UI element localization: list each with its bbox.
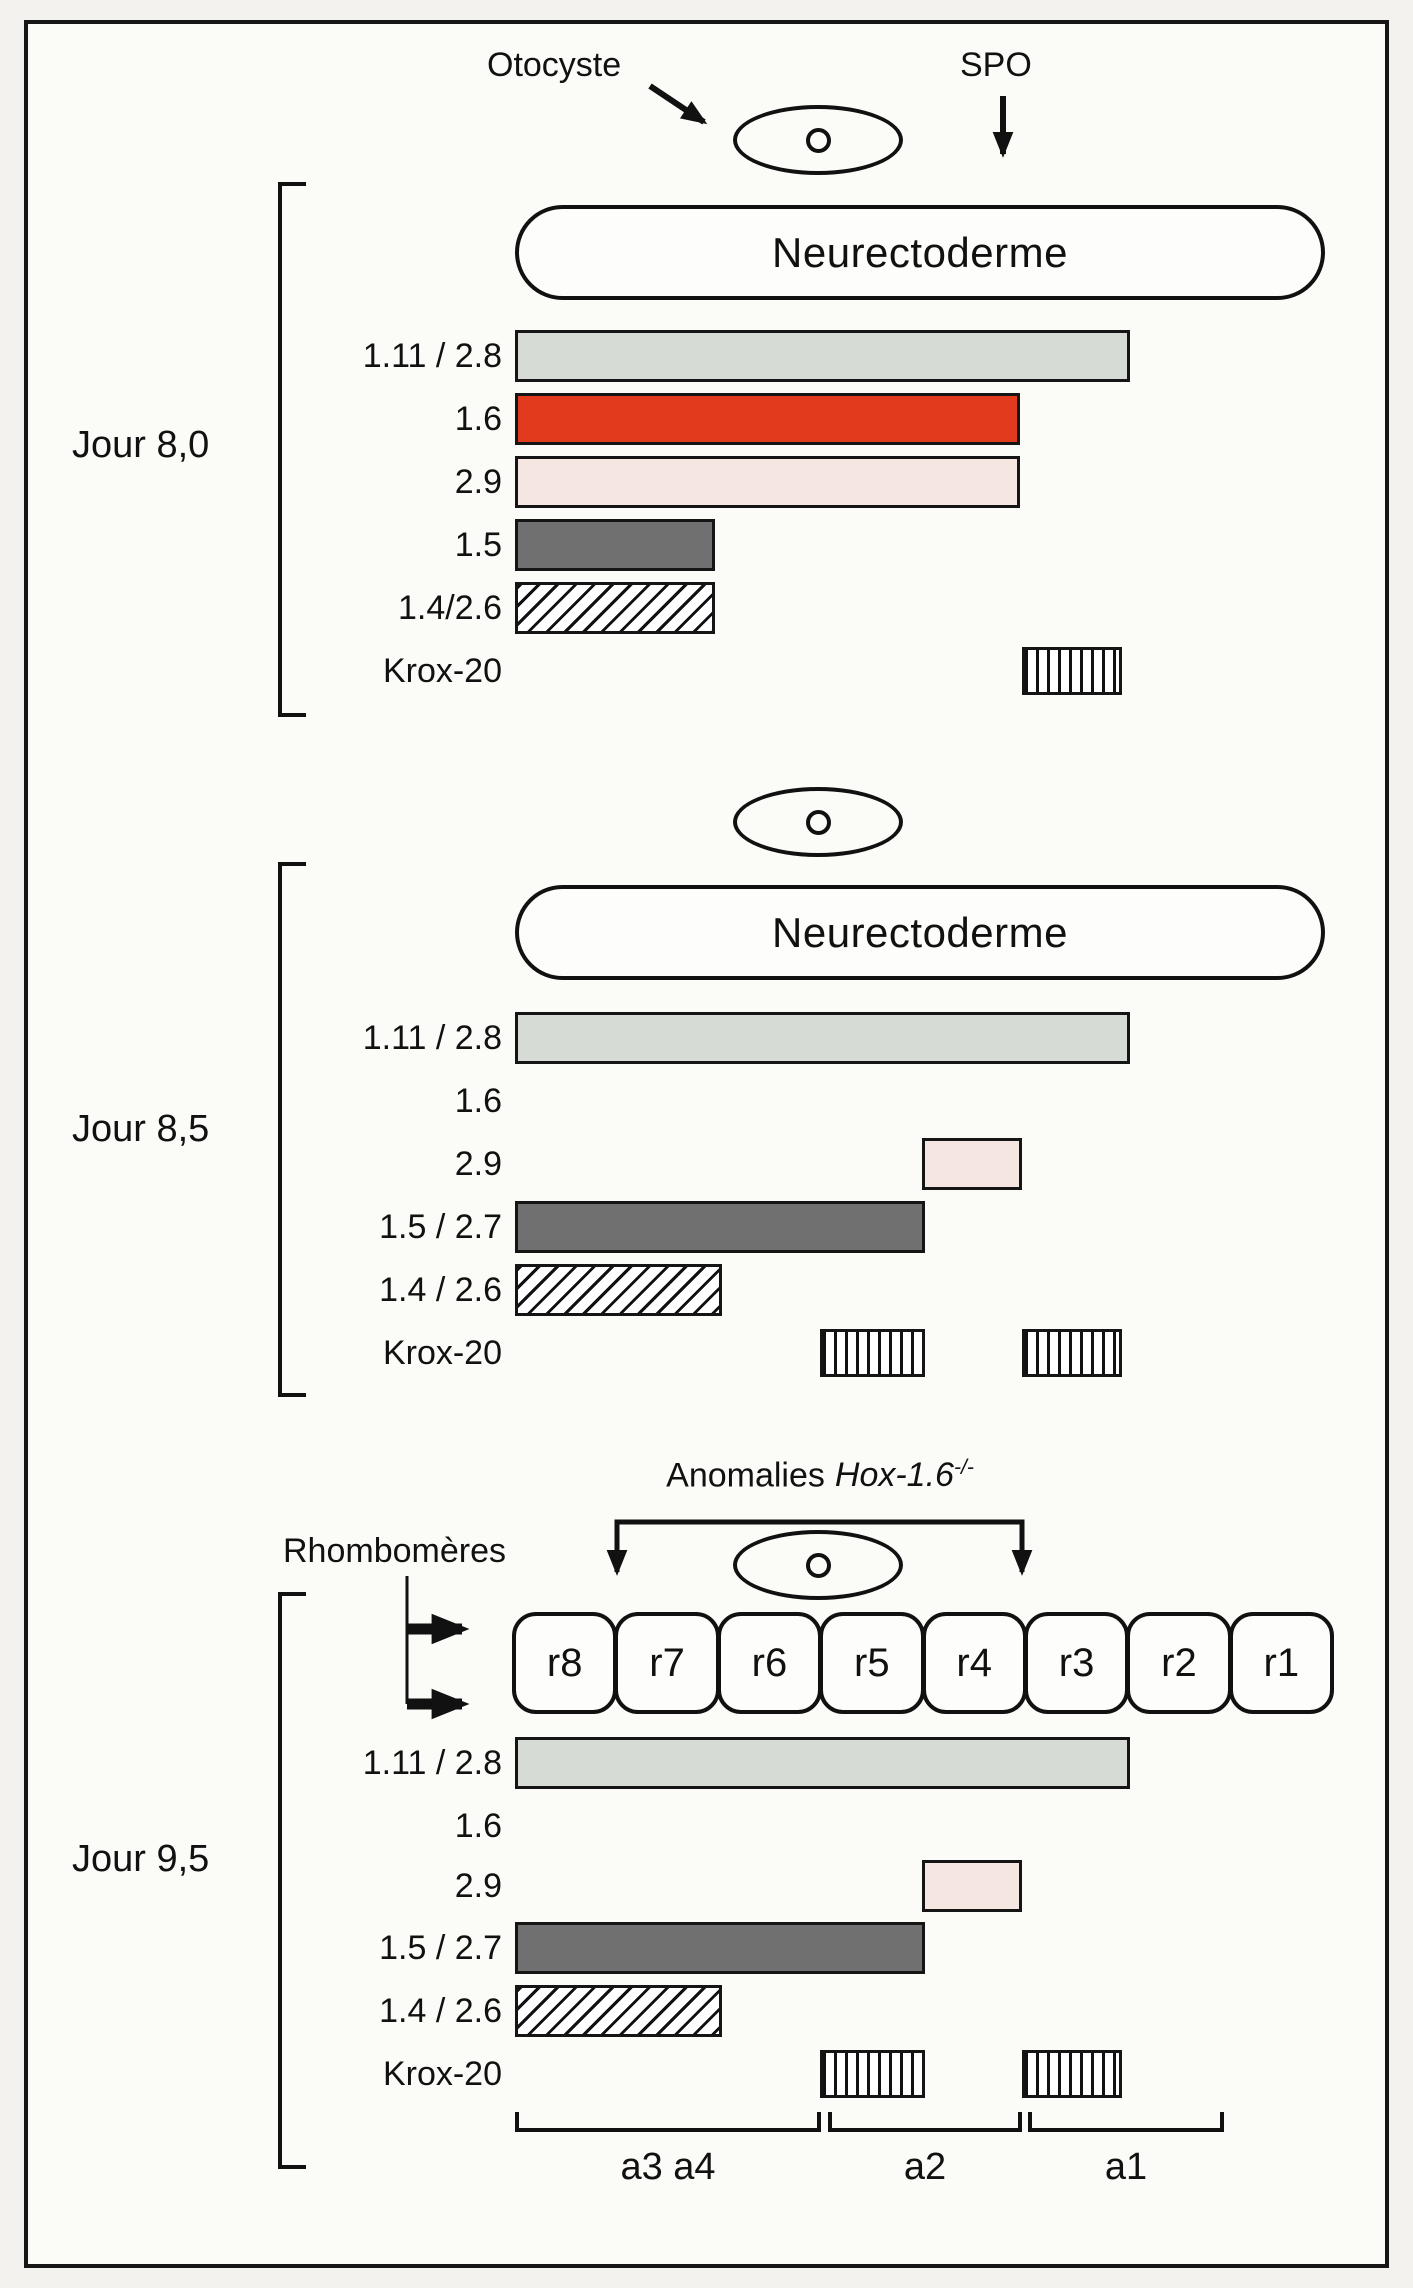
expression-bar-pink <box>922 1860 1022 1912</box>
axis-label-a3-a4: a3 a4 <box>620 2146 716 2188</box>
rhombomere-r3: r3 <box>1023 1612 1130 1714</box>
gene-label: 1.6 <box>454 1082 502 1120</box>
anomalies-gene: Hox-1.6 <box>834 1456 954 1495</box>
axis-bracket-a1 <box>1028 2112 1224 2132</box>
rhombomere-r2: r2 <box>1126 1612 1232 1714</box>
expression-bar-hatch <box>515 1264 722 1316</box>
gene-label: 1.11 / 2.8 <box>362 1019 502 1057</box>
day-bracket-8-5 <box>278 862 306 1397</box>
expression-bar-gray <box>515 1012 1130 1064</box>
day-bracket-8-0 <box>278 182 306 717</box>
otocyst-core-icon <box>805 809 831 835</box>
expression-bar-vstripe <box>1022 1329 1122 1377</box>
day-label-9-5: Jour 9,5 <box>72 1838 210 1880</box>
neurectoderme-box-day-8-5: Neurectoderme <box>515 885 1325 980</box>
expression-bar-hatch <box>515 582 715 634</box>
otocyst-core-icon <box>805 127 831 153</box>
spo-label: SPO <box>960 46 1032 84</box>
anomalies-prefix: Anomalies <box>666 1456 825 1495</box>
expression-bar-dark <box>515 519 715 571</box>
neurectoderme-label: Neurectoderme <box>772 228 1068 276</box>
day-bracket-9-5 <box>278 1592 306 2169</box>
rhombomere-r5: r5 <box>819 1612 925 1714</box>
otocyst-shape-day-8-5 <box>733 787 903 857</box>
axis-bracket-a3-a4 <box>515 2112 821 2132</box>
axis-label-a1: a1 <box>1104 2146 1148 2188</box>
rhombomeres-label: Rhombomères <box>283 1532 506 1570</box>
expression-bar-vstripe <box>820 2050 925 2098</box>
anomalies-superscript: -/- <box>953 1456 974 1479</box>
gene-label: 1.4 / 2.6 <box>379 1992 502 2030</box>
gene-label: 1.6 <box>454 400 502 438</box>
expression-bar-dark <box>515 1201 925 1253</box>
neurectoderme-box-day-8-0: Neurectoderme <box>515 205 1325 300</box>
otocyste-label: Otocyste <box>487 46 622 84</box>
gene-label: 1.5 / 2.7 <box>379 1208 502 1246</box>
expression-bar-vstripe <box>1022 647 1122 695</box>
gene-label: 1.11 / 2.8 <box>362 1744 502 1782</box>
expression-bar-dark <box>515 1922 925 1974</box>
rhombomere-r8: r8 <box>512 1612 618 1714</box>
gene-label: 1.4 / 2.6 <box>379 1271 502 1309</box>
otocyst-shape-day-9-5 <box>733 1530 903 1600</box>
gene-label: Krox-20 <box>382 652 502 690</box>
gene-label: 1.5 / 2.7 <box>379 1929 502 1967</box>
rhombomere-r7: r7 <box>614 1612 720 1714</box>
gene-label: Krox-20 <box>382 1334 502 1372</box>
gene-label: Krox-20 <box>382 2055 502 2093</box>
gene-label: 2.9 <box>454 1145 502 1183</box>
rhombomere-r1: r1 <box>1228 1612 1334 1714</box>
expression-bar-gray <box>515 330 1130 382</box>
gene-label: 1.5 <box>454 526 502 564</box>
rhombomere-r6: r6 <box>716 1612 823 1714</box>
neurectoderme-label: Neurectoderme <box>772 908 1068 956</box>
day-label-8-5: Jour 8,5 <box>72 1108 210 1150</box>
gene-label: 1.4/2.6 <box>398 589 502 627</box>
day-label-8-0: Jour 8,0 <box>72 424 210 466</box>
gene-label: 2.9 <box>454 463 502 501</box>
gene-label: 1.6 <box>454 1807 502 1845</box>
expression-bar-pink <box>515 456 1020 508</box>
otocyst-shape-day-8-0 <box>733 105 903 175</box>
expression-bar-gray <box>515 1737 1130 1789</box>
axis-bracket-a2 <box>828 2112 1022 2132</box>
axis-label-a2: a2 <box>903 2146 947 2188</box>
expression-bar-pink <box>922 1138 1022 1190</box>
gene-label: 2.9 <box>454 1867 502 1905</box>
expression-bar-hatch <box>515 1985 722 2037</box>
otocyst-core-icon <box>805 1552 831 1578</box>
expression-bar-vstripe <box>1022 2050 1122 2098</box>
expression-bar-red <box>515 393 1020 445</box>
expression-bar-vstripe <box>820 1329 925 1377</box>
gene-label: 1.11 / 2.8 <box>362 337 502 375</box>
rhombomere-r4: r4 <box>921 1612 1027 1714</box>
